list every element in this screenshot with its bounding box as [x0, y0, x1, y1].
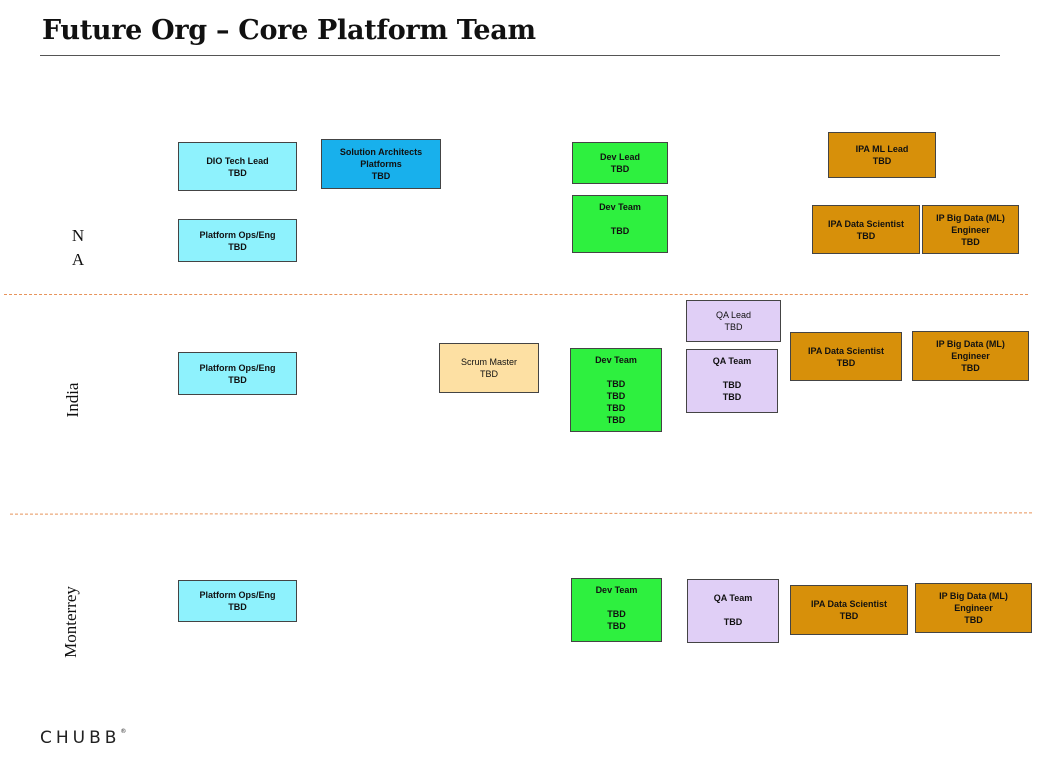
logo-text: CHUBB — [40, 728, 121, 748]
box-line: TBD — [961, 363, 980, 373]
box-line: Platform Ops/Eng — [199, 229, 276, 240]
box-line: TBD — [607, 609, 626, 619]
box-line: TBD — [606, 391, 626, 401]
title-underline — [40, 55, 1000, 56]
box-line: TBD — [228, 374, 247, 385]
box-line: Engineer — [954, 603, 993, 613]
box-line: Engineer — [951, 224, 990, 235]
box-line: TBD — [722, 392, 742, 402]
box-line: IP Big Data (ML) — [936, 339, 1005, 349]
box-line: IPA Data Scientist — [810, 599, 888, 609]
box-line: TBD — [856, 230, 876, 241]
box-line: Dev Lead — [599, 152, 641, 162]
region-divider-na-india — [4, 294, 1028, 295]
box-line: TBD — [872, 156, 892, 166]
box-line: QA Team — [712, 356, 752, 366]
box-line: TBD — [724, 322, 743, 332]
chubb-logo: CHUBB® — [40, 728, 126, 748]
box-line: IP Big Data (ML) — [936, 212, 1005, 223]
box-line: TBD — [480, 369, 498, 379]
box-line: Platform Ops/Eng — [199, 362, 276, 373]
box-line: Dev Team — [595, 585, 638, 595]
box-line: TBD — [228, 602, 247, 612]
box-line: TBD — [610, 226, 630, 236]
box-line: TBD — [228, 167, 247, 178]
box-line: TBD — [371, 171, 391, 181]
page-title: Future Org – Core Platform Team — [42, 15, 536, 46]
box-line: TBD — [961, 236, 980, 247]
box-line: TBD — [964, 615, 983, 625]
box-line: IPA Data Scientist — [827, 218, 905, 229]
box-line: QA Team — [713, 593, 753, 603]
box-line: DIO Tech Lead — [206, 155, 269, 166]
box-line: TBD — [607, 621, 626, 631]
box-line: TBD — [606, 403, 626, 413]
region-label-na-line: N — [71, 226, 85, 245]
box-line: TBD — [610, 164, 630, 174]
region-divider-india-monterrey — [9, 512, 1033, 515]
box-line: Platform Ops/Eng — [199, 590, 276, 600]
box-line: Solution Architects — [339, 147, 423, 157]
region-label-india: India — [63, 382, 82, 418]
box-line: TBD — [722, 380, 742, 390]
box-line: Platforms — [360, 159, 402, 169]
region-label-monterrey: Monterrey — [61, 586, 80, 658]
box-line: IPA Data Scientist — [807, 345, 885, 356]
region-label-na-line: A — [71, 250, 85, 269]
box-line: Scrum Master — [460, 357, 517, 367]
box-line: IPA ML Lead — [855, 144, 909, 154]
box-line: TBD — [839, 611, 859, 621]
box-line: TBD — [228, 241, 247, 252]
box-line: Dev Team — [595, 355, 637, 365]
region-label-na: N A — [68, 224, 88, 272]
box-line: IP Big Data (ML) — [939, 591, 1008, 601]
registered-mark-icon: ® — [120, 728, 127, 735]
box-line: TBD — [836, 357, 856, 368]
box-line: QA Lead — [715, 310, 752, 320]
box-line: Engineer — [951, 351, 990, 361]
box-line: Dev Team — [599, 202, 641, 212]
box-line: TBD — [606, 379, 626, 389]
box-line: TBD — [606, 415, 626, 425]
box-line: TBD — [723, 617, 743, 627]
